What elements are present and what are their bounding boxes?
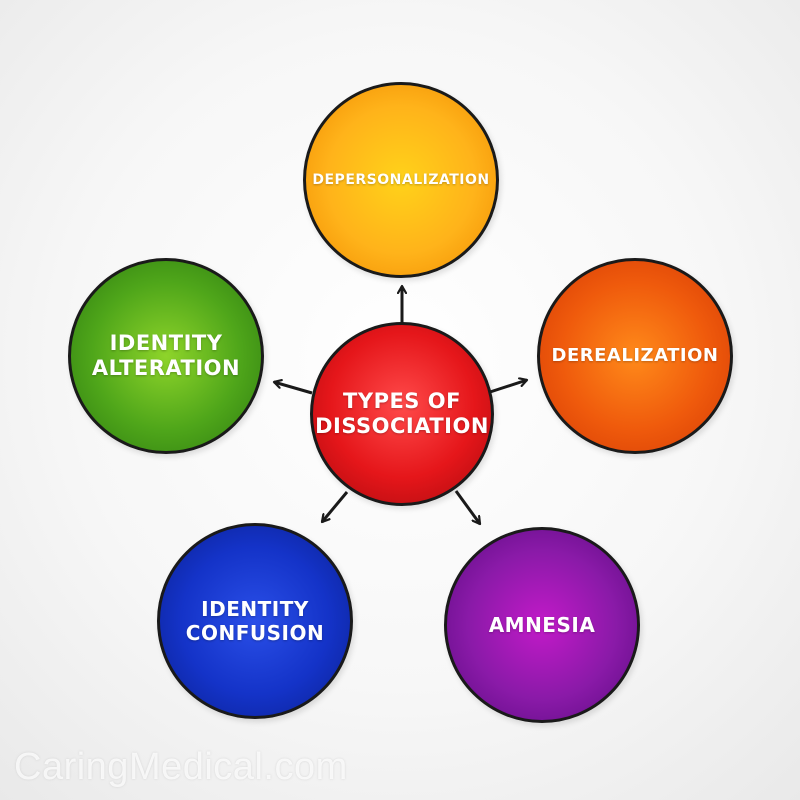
center-label: TYPES OF DISSOCIATION	[315, 389, 489, 439]
label-line-1: TYPES OF	[343, 388, 461, 413]
label-line-1: IDENTITY	[201, 597, 309, 621]
node-label: IDENTITY CONFUSION	[186, 597, 324, 645]
node-label: AMNESIA	[489, 613, 596, 637]
label-line-2: CONFUSION	[185, 621, 325, 645]
arrow-to-identity-alteration	[274, 382, 313, 395]
label-line-1: DEREALIZATION	[551, 345, 719, 367]
label-line-1: AMNESIA	[488, 613, 596, 637]
arrow-to-derealization	[489, 380, 527, 394]
label-line-1: IDENTITY	[109, 330, 223, 355]
node-derealization: DEREALIZATION	[537, 258, 733, 454]
node-label: IDENTITY ALTERATION	[92, 331, 240, 381]
node-label: DEREALIZATION	[552, 345, 719, 367]
node-identity-confusion: IDENTITY CONFUSION	[157, 523, 353, 719]
watermark: CaringMedical.com	[14, 746, 348, 788]
node-types-of-dissociation: TYPES OF DISSOCIATION	[310, 322, 494, 506]
node-depersonalization: DEPERSONALIZATION	[303, 82, 499, 278]
label-line-2: DISSOCIATION	[315, 414, 489, 438]
node-amnesia: AMNESIA	[444, 527, 640, 723]
label-line-1: DEPERSONALIZATION	[312, 171, 490, 188]
arrow-to-amnesia	[454, 490, 482, 524]
node-identity-alteration: IDENTITY ALTERATION	[68, 258, 264, 454]
node-label: DEPERSONALIZATION	[312, 172, 489, 189]
label-line-2: ALTERATION	[91, 356, 241, 380]
arrow-to-identity-confusion	[320, 491, 349, 522]
